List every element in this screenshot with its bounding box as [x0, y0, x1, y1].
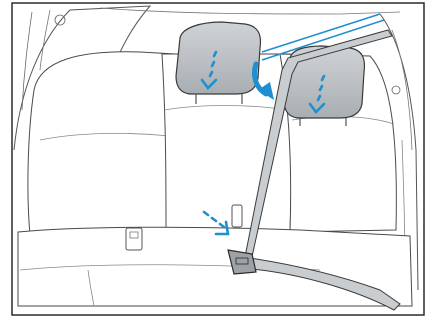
left-buckle	[126, 228, 142, 250]
seat-cushion	[18, 227, 412, 306]
left-seat-back	[28, 52, 177, 235]
center-buckle	[232, 205, 242, 227]
left-headrest	[176, 22, 260, 94]
